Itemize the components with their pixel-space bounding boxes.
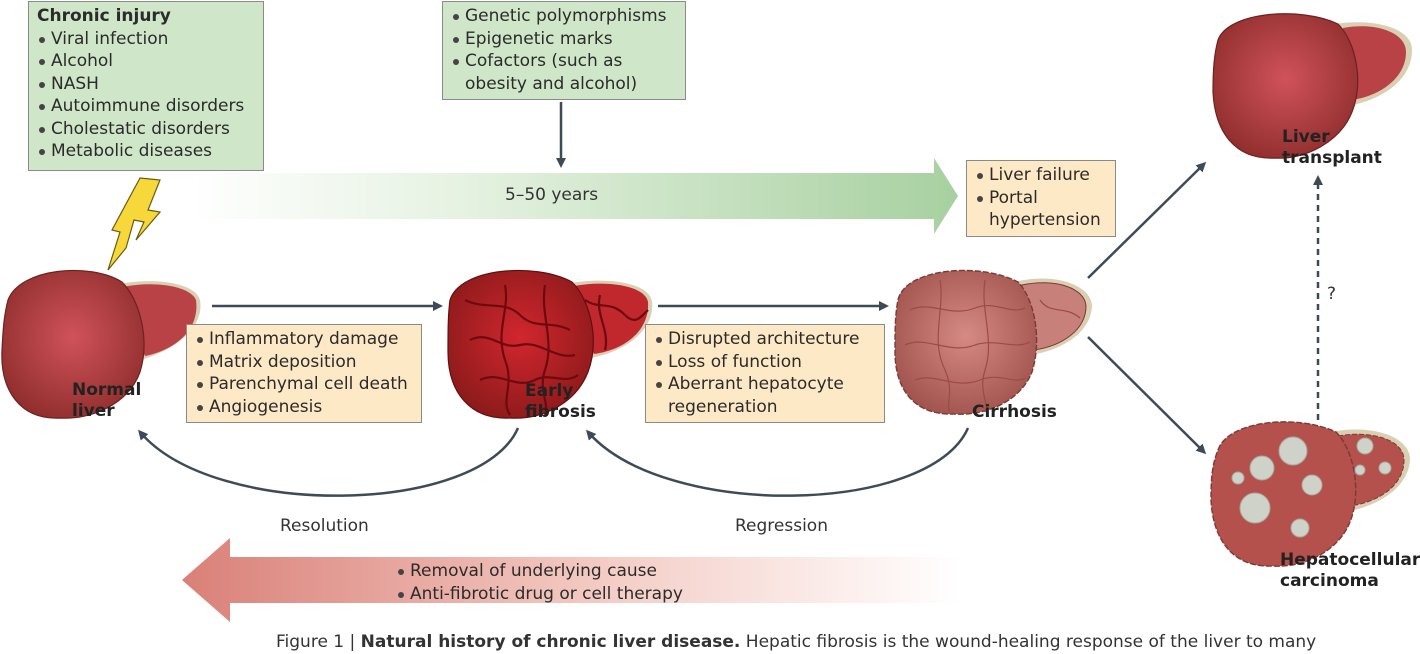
chronic-injury-item: Alcohol: [37, 50, 255, 73]
cirrhosis-effect-item: Loss of function: [654, 351, 876, 374]
reversal-item: Removal of underlying cause: [396, 560, 784, 583]
label-cirrhosis: Cirrhosis: [972, 402, 1057, 422]
regression-arrow: [586, 427, 970, 497]
reversal-arrow: [182, 538, 960, 622]
figure-caption: Figure 1 | Natural history of chronic li…: [276, 632, 1420, 652]
fibrogenesis-item: Angiogenesis: [195, 396, 413, 419]
chronic-injury-title: Chronic injury: [37, 6, 171, 26]
reversal-list: Removal of underlying cause Anti-fibroti…: [390, 558, 790, 606]
chronic-injury-item: Metabolic diseases: [37, 140, 255, 163]
cirrhosis-liver-icon: [894, 269, 1092, 415]
regression-label: Regression: [735, 516, 828, 536]
cirrhosis-effects-box: Disrupted architecture Loss of function …: [645, 324, 885, 423]
timeline-arrow: [190, 158, 958, 234]
hcc-liver-icon: [1210, 421, 1410, 567]
complication-item: Liver failure: [975, 164, 1107, 187]
fibrogenesis-item: Matrix deposition: [195, 351, 413, 374]
normal-liver-icon: [1, 269, 201, 419]
timeline-label: 5–50 years: [505, 185, 599, 205]
chronic-injury-item: Cholestatic disorders: [37, 118, 255, 141]
question-mark: ?: [1327, 284, 1337, 304]
cirrhosis-effect-item: regeneration: [668, 396, 778, 417]
chronic-injury-item: Autoimmune disorders: [37, 95, 255, 118]
label-hcc: Hepatocellular carcinoma: [1280, 550, 1420, 591]
modifier-item: Cofactors (such as: [451, 50, 677, 73]
label-early-fibrosis: Early fibrosis: [525, 381, 596, 422]
complication-item: Portal: [975, 187, 1107, 210]
modifier-item: Genetic polymorphisms: [451, 5, 677, 28]
arrow-cirrhosis-to-hcc: [1087, 336, 1207, 455]
reversal-item: Anti-fibrotic drug or cell therapy: [396, 583, 784, 606]
modifiers-box: Genetic polymorphisms Epigenetic marks C…: [442, 1, 686, 100]
chronic-injury-box: Chronic injury Viral infection Alcohol N…: [28, 1, 264, 171]
fibrogenesis-item: Parenchymal cell death: [195, 373, 413, 396]
early-fibrosis-liver-icon: [447, 269, 653, 419]
chronic-injury-item: Viral infection: [37, 28, 255, 51]
fibrogenesis-item: Inflammatory damage: [195, 328, 413, 351]
label-normal-liver: Normal liver: [72, 380, 142, 421]
arrow-cirrhosis-to-transplant: [1087, 161, 1207, 279]
label-liver-transplant: Liver transplant: [1282, 127, 1382, 168]
cirrhosis-effect-item: Disrupted architecture: [654, 328, 876, 351]
chronic-injury-item: NASH: [37, 73, 255, 96]
caption-title: Natural history of chronic liver disease…: [360, 632, 741, 652]
lightning-icon: [107, 177, 162, 271]
caption-prefix: Figure 1 |: [276, 632, 361, 652]
caption-text: Hepatic fibrosis is the wound-healing re…: [740, 632, 1317, 652]
complication-item: hypertension: [989, 210, 1101, 230]
resolution-label: Resolution: [280, 516, 369, 536]
modifier-item: obesity and alcohol): [465, 73, 638, 94]
transplant-liver-icon: [1212, 13, 1412, 159]
complications-box: Liver failure Portal hypertension: [966, 160, 1116, 237]
cirrhosis-effect-item: Aberrant hepatocyte: [654, 373, 876, 396]
fibrogenesis-box: Inflammatory damage Matrix deposition Pa…: [186, 324, 422, 423]
modifier-item: Epigenetic marks: [451, 28, 677, 51]
resolution-arrow: [138, 427, 520, 497]
